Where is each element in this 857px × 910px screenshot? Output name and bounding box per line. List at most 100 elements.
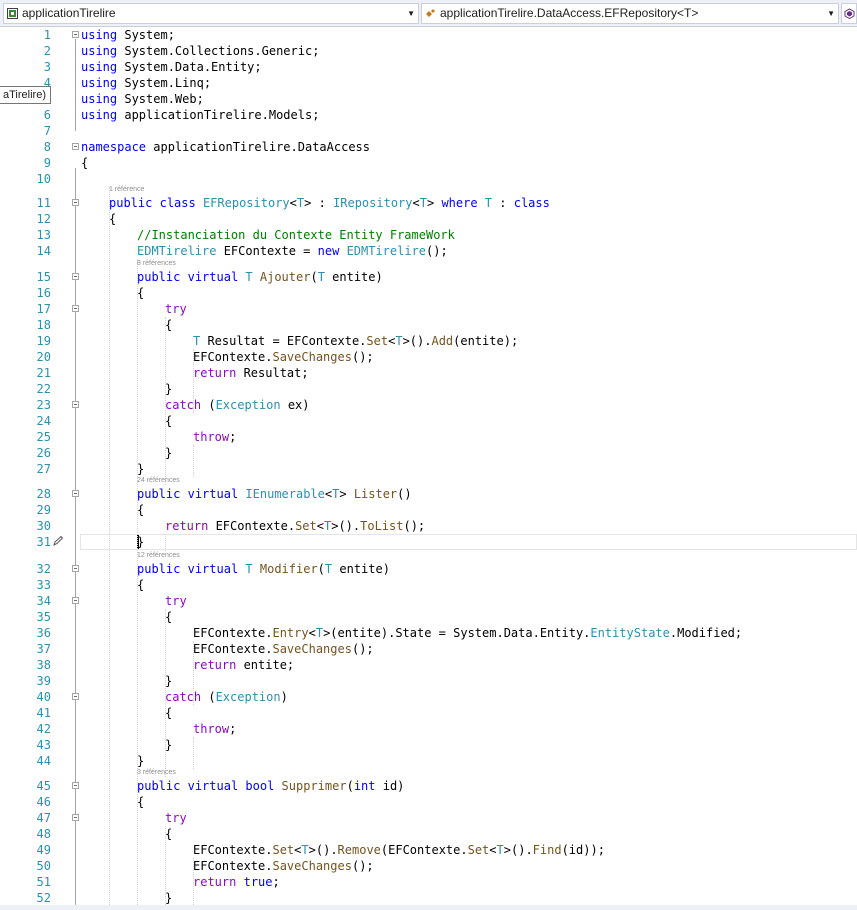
line-number: 14 bbox=[36, 244, 51, 258]
code-line[interactable]: 7 bbox=[0, 123, 857, 139]
code-line[interactable]: 18{ bbox=[0, 317, 857, 333]
code-line[interactable]: 33{ bbox=[0, 577, 857, 593]
codelens-references[interactable]: 12 références bbox=[137, 552, 180, 559]
code-line[interactable]: 44} bbox=[0, 753, 857, 769]
code-text: EFContexte.SaveChanges(); bbox=[193, 350, 374, 364]
code-line[interactable]: 46{ bbox=[0, 794, 857, 810]
code-line[interactable]: 6 using applicationTirelire.Models; bbox=[0, 107, 857, 123]
code-text: public virtual IEnumerable<T> Lister() bbox=[137, 487, 412, 501]
line-number: 47 bbox=[36, 811, 51, 825]
indent-guide bbox=[193, 445, 194, 477]
code-text: { bbox=[137, 286, 145, 300]
code-line[interactable]: 52} bbox=[0, 890, 857, 906]
collapse-icon[interactable] bbox=[72, 305, 79, 312]
code-text: catch (Exception ex) bbox=[165, 398, 310, 412]
code-text: throw; bbox=[193, 430, 237, 444]
collapse-icon[interactable] bbox=[72, 693, 79, 700]
codelens-references[interactable]: 3 références bbox=[137, 769, 176, 776]
line-number: 15 bbox=[36, 270, 51, 284]
collapse-icon[interactable] bbox=[72, 782, 79, 789]
code-line[interactable]: 29{ bbox=[0, 502, 857, 518]
code-line[interactable]: 24{ bbox=[0, 413, 857, 429]
code-line[interactable]: 39} bbox=[0, 673, 857, 689]
code-text: { bbox=[137, 795, 145, 809]
member-dropdown[interactable] bbox=[841, 3, 857, 24]
code-text: throw; bbox=[193, 722, 237, 736]
navigation-bar: applicationTirelire ▼ applicationTirelir… bbox=[0, 0, 857, 27]
collapse-icon[interactable] bbox=[72, 199, 79, 206]
type-dropdown[interactable]: applicationTirelire.DataAccess.EFReposit… bbox=[421, 3, 839, 24]
code-line[interactable]: 5using System.Web; bbox=[0, 91, 857, 107]
code-text: using applicationTirelire.Models; bbox=[81, 108, 320, 122]
collapse-icon[interactable] bbox=[72, 31, 79, 38]
line-number: 27 bbox=[36, 462, 51, 476]
code-text: } bbox=[137, 462, 145, 476]
collapse-icon[interactable] bbox=[72, 490, 79, 497]
code-line[interactable]: 31} bbox=[0, 534, 857, 550]
code-text: return true; bbox=[193, 875, 280, 889]
code-line[interactable]: 27} bbox=[0, 461, 857, 477]
line-number: 36 bbox=[36, 626, 51, 640]
code-line[interactable]: 43} bbox=[0, 737, 857, 753]
collapse-icon[interactable] bbox=[72, 565, 79, 572]
code-line[interactable]: 35{ bbox=[0, 609, 857, 625]
code-line[interactable]: 13//Instanciation du Contexte Entity Fra… bbox=[0, 227, 857, 243]
code-line[interactable]: 15 public virtual T Ajouter(T entite) bbox=[0, 269, 857, 285]
code-line[interactable]: 48{ bbox=[0, 826, 857, 842]
indent-guide bbox=[137, 259, 138, 907]
code-text: return EFContexte.Set<T>().ToList(); bbox=[165, 519, 426, 533]
codelens-references[interactable]: 8 références bbox=[137, 260, 176, 267]
code-line[interactable]: 9{ bbox=[0, 155, 857, 171]
collapse-icon[interactable] bbox=[72, 273, 79, 280]
code-text: public virtual T Ajouter(T entite) bbox=[137, 270, 383, 284]
codelens-references[interactable]: 1 référence bbox=[109, 186, 145, 193]
code-line[interactable]: 41{ bbox=[0, 705, 857, 721]
collapse-icon[interactable] bbox=[72, 401, 79, 408]
collapse-icon[interactable] bbox=[72, 597, 79, 604]
code-line[interactable]: 10 bbox=[0, 171, 857, 187]
indent-guide bbox=[193, 858, 194, 907]
code-line[interactable]: 26} bbox=[0, 445, 857, 461]
line-number: 11 bbox=[36, 196, 51, 210]
line-number: 6 bbox=[43, 108, 51, 122]
collapse-icon[interactable] bbox=[72, 143, 79, 150]
line-number: 30 bbox=[36, 519, 51, 533]
codelens-references[interactable]: 24 références bbox=[137, 477, 180, 484]
code-line[interactable]: 12{ bbox=[0, 211, 857, 227]
code-line[interactable]: 16{ bbox=[0, 285, 857, 301]
code-line[interactable]: 22} bbox=[0, 381, 857, 397]
project-dropdown[interactable]: applicationTirelire ▼ bbox=[3, 3, 419, 24]
collapse-icon[interactable] bbox=[72, 814, 79, 821]
line-number: 19 bbox=[36, 334, 51, 348]
pencil-icon bbox=[53, 536, 63, 546]
code-line[interactable]: 30 return EFContexte.Set<T>().ToList(); bbox=[0, 518, 857, 534]
line-number: 10 bbox=[36, 172, 51, 186]
